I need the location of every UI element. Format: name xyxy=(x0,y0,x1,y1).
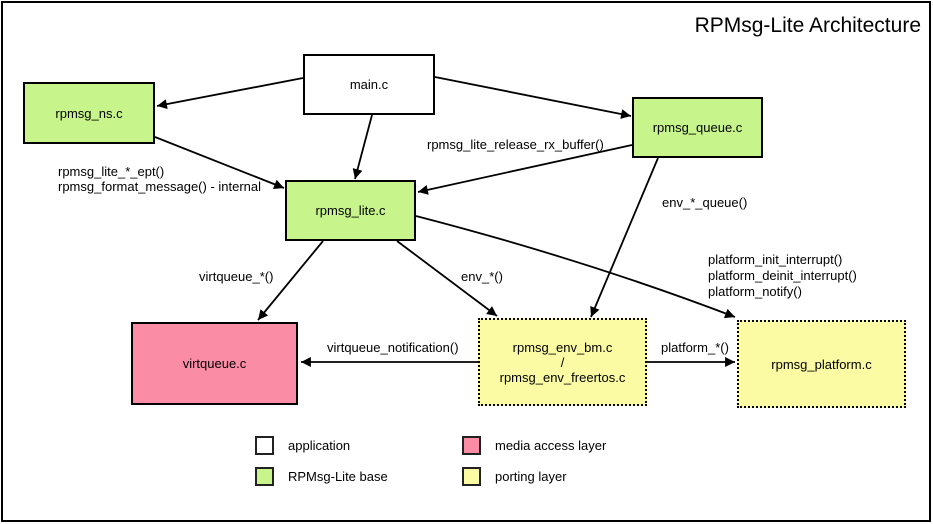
legend-item-application: application xyxy=(255,436,350,455)
node-main-label: main.c xyxy=(349,77,389,92)
edge-label-ept-line2: rpmsg_format_message() - internal xyxy=(58,179,262,194)
edge-main-to-rpmsg-lite xyxy=(352,114,373,180)
legend-label-media-access-layer: media access layer xyxy=(495,438,607,453)
node-virtqueue-label: virtqueue.c xyxy=(182,356,247,371)
edge-main-to-rpmsg-ns xyxy=(156,77,304,109)
edge-label-ept-line1: rpmsg_lite_*_ept() xyxy=(58,164,165,179)
node-rpmsg-ns-label: rpmsg_ns.c xyxy=(55,105,123,121)
edge-label-platform-calls: platform_init_interrupt() platform_deini… xyxy=(708,252,857,300)
legend-label-rpmsg-lite-base: RPMsg-Lite base xyxy=(288,469,388,484)
node-rpmsg-queue-label: rpmsg_queue.c xyxy=(652,120,743,135)
edge-rpmsg-lite-to-virtqueue xyxy=(257,240,324,321)
legend-label-application: application xyxy=(288,438,351,453)
edge-rpmsg-lite-to-platform xyxy=(415,215,736,319)
node-virtqueue[interactable]: virtqueue.c xyxy=(131,322,298,405)
edge-label-env-queue: env_*_queue() xyxy=(662,195,748,210)
node-rpmsg-env-label-line1: rpmsg_env_bm.c xyxy=(512,339,613,355)
legend-swatch-porting-layer xyxy=(462,467,481,486)
node-rpmsg-ns[interactable]: rpmsg_ns.c xyxy=(23,82,155,144)
edge-label-platform-calls-line3: platform_notify() xyxy=(708,284,802,299)
edge-label-platform-star: platform_*() xyxy=(661,340,729,355)
edge-rpmsg-lite-to-env xyxy=(396,240,498,317)
node-rpmsg-platform[interactable]: rpmsg_platform.c xyxy=(737,320,906,408)
edge-rpmsg-queue-to-env xyxy=(590,157,659,318)
node-rpmsg-env[interactable]: rpmsg_env_bm.c / rpmsg_env_freertos.c xyxy=(478,318,647,406)
edge-rpmsg-queue-to-rpmsg-lite xyxy=(417,144,633,195)
legend-swatch-rpmsg-lite-base xyxy=(255,467,274,486)
legend-label-porting-layer: porting layer xyxy=(495,469,567,484)
node-rpmsg-queue[interactable]: rpmsg_queue.c xyxy=(632,97,763,158)
legend-swatch-media-access-layer xyxy=(462,436,481,455)
node-rpmsg-lite[interactable]: rpmsg_lite.c xyxy=(285,180,416,241)
edge-label-platform-calls-line1: platform_init_interrupt() xyxy=(708,252,843,267)
edge-main-to-rpmsg-queue xyxy=(434,76,632,119)
edge-rpmsg-ns-to-rpmsg-lite xyxy=(154,136,285,189)
edge-label-env-star: env_*() xyxy=(461,269,503,284)
edge-label-release-rx-buffer: rpmsg_lite_release_rx_buffer() xyxy=(427,137,604,152)
edge-label-platform-calls-line2: platform_deinit_interrupt() xyxy=(708,268,857,283)
diagram-title: RPMsg-Lite Architecture xyxy=(694,14,921,37)
node-rpmsg-env-label-line3: rpmsg_env_freertos.c xyxy=(499,369,626,385)
node-rpmsg-platform-label: rpmsg_platform.c xyxy=(771,356,872,372)
legend-item-porting-layer: porting layer xyxy=(462,467,567,486)
edge-label-virtqueue-notification: virtqueue_notification() xyxy=(327,340,459,355)
node-main[interactable]: main.c xyxy=(303,54,435,115)
legend-item-rpmsg-lite-base: RPMsg-Lite base xyxy=(255,467,388,486)
edge-label-ept: rpmsg_lite_*_ept() rpmsg_format_message(… xyxy=(58,164,261,194)
edge-label-virtqueue-star: virtqueue_*() xyxy=(199,269,274,284)
legend-swatch-application xyxy=(255,436,274,455)
legend-item-media-access-layer: media access layer xyxy=(462,436,606,455)
node-rpmsg-env-label-line2: / xyxy=(560,354,565,370)
node-rpmsg-lite-label: rpmsg_lite.c xyxy=(315,203,386,218)
